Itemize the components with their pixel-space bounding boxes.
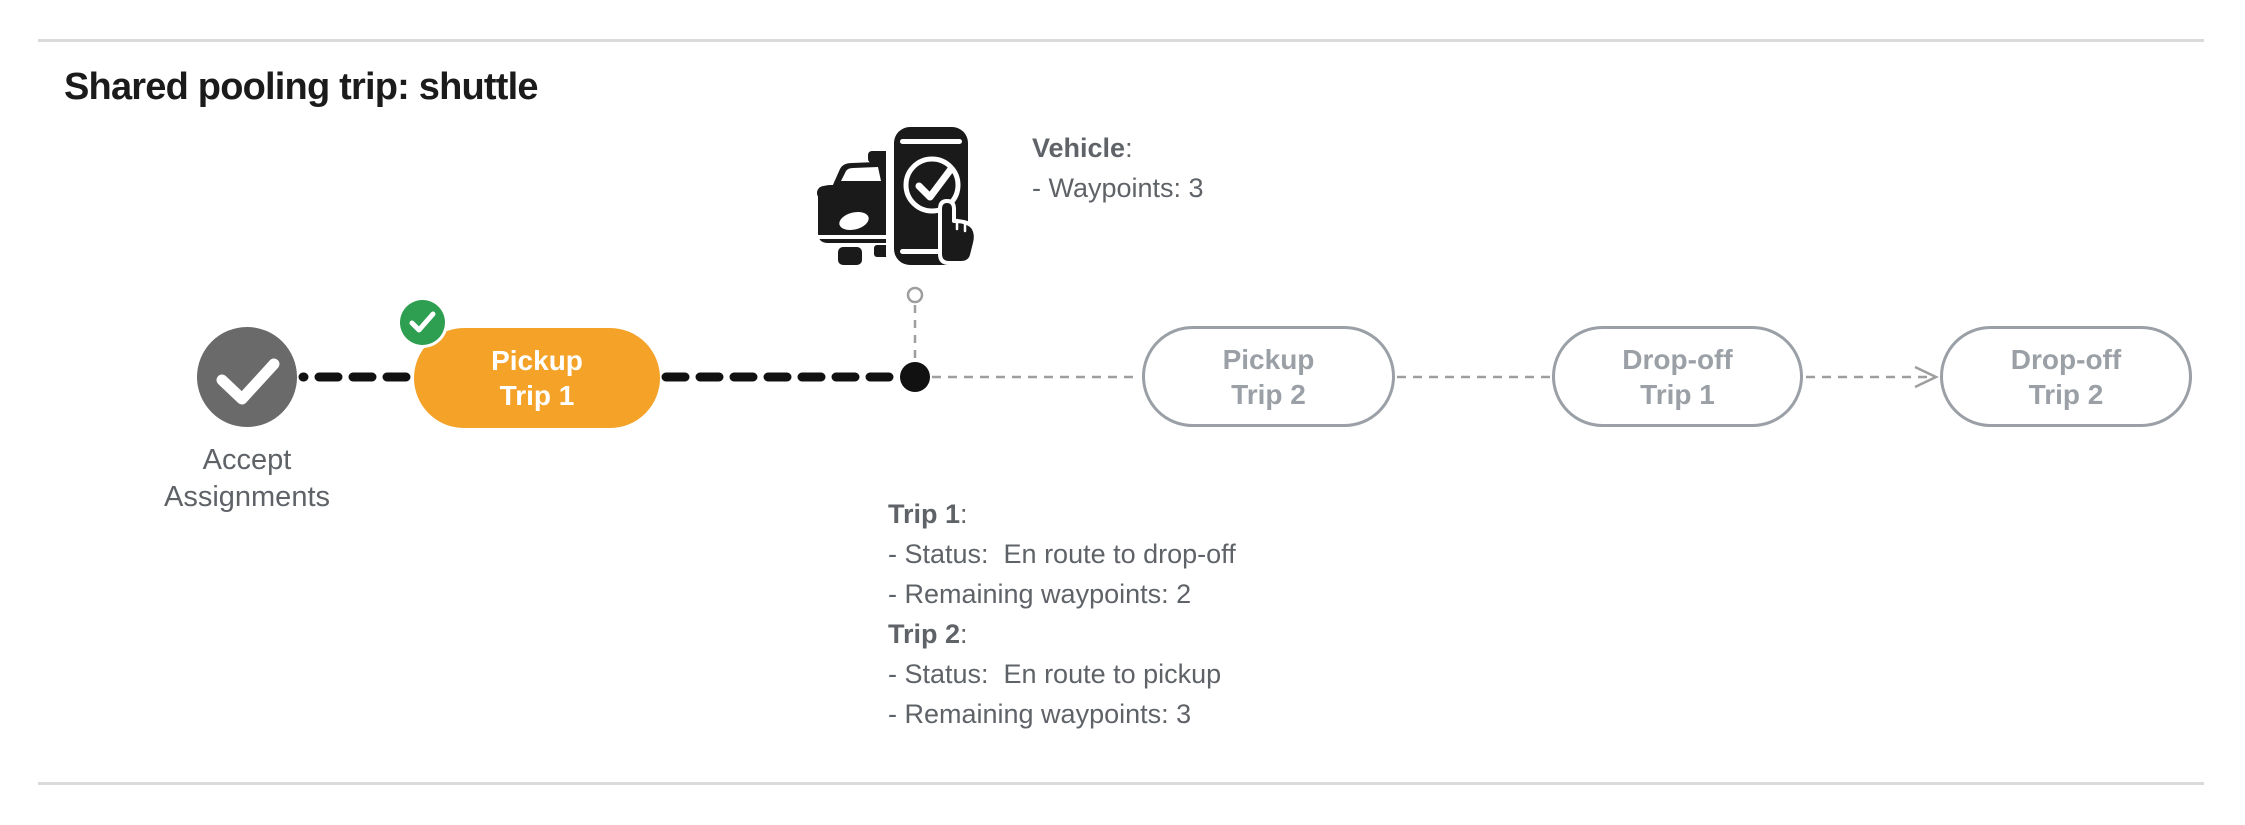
page-title: Shared pooling trip: shuttle xyxy=(64,66,539,108)
stop-label-line2: Trip 1 xyxy=(499,380,575,411)
bottom-divider xyxy=(38,782,2204,785)
stop-label-line2: Trip 1 xyxy=(1640,378,1715,410)
stop-pickup-trip-2: Pickup Trip 2 xyxy=(1142,326,1395,427)
accept-label-line2: Assignments xyxy=(163,481,330,513)
trip1-remaining-waypoints: - Remaining waypoints: 2 xyxy=(888,579,1192,609)
vehicle-phone-check-icon xyxy=(817,123,977,273)
vehicle-info-heading: Vehicle: xyxy=(1032,133,1133,163)
trip2-heading: Trip 2: xyxy=(888,619,968,649)
stop-label-line1: Pickup xyxy=(1222,343,1315,375)
stop-label-line2: Trip 2 xyxy=(1231,378,1306,410)
check-icon xyxy=(216,358,280,405)
vehicle-position-dot xyxy=(900,362,930,392)
stop-label-line1: Pickup xyxy=(491,345,583,376)
vehicle-waypoints: - Waypoints: 3 xyxy=(1032,173,1204,203)
vehicle-anchor-node xyxy=(906,286,924,304)
check-icon xyxy=(409,311,436,333)
success-badge-icon xyxy=(400,300,445,345)
stop-label-line1: Drop-off xyxy=(1622,343,1733,375)
trip-status-info: Trip 1: - Status: En route to drop-off -… xyxy=(888,494,1236,734)
stop-pickup-trip-1: Pickup Trip 1 xyxy=(414,328,660,428)
trip1-status: - Status: En route to drop-off xyxy=(888,539,1236,569)
accept-label-line1: Accept xyxy=(202,444,292,476)
stop-dropoff-trip-1: Drop-off Trip 1 xyxy=(1552,326,1803,427)
vehicle-info: Vehicle: - Waypoints: 3 xyxy=(1032,128,1204,208)
stop-label-line2: Trip 2 xyxy=(2028,378,2104,410)
stop-dropoff-trip-2: Drop-off Trip 2 xyxy=(1940,326,2192,427)
trip2-status: - Status: En route to pickup xyxy=(888,659,1222,689)
route-arrowhead-icon xyxy=(1914,365,1939,389)
trip2-remaining-waypoints: - Remaining waypoints: 3 xyxy=(888,699,1192,729)
accept-assignments-node xyxy=(197,327,297,427)
stop-label-line1: Drop-off xyxy=(2010,343,2122,375)
accept-assignments-label: Accept Assignments xyxy=(122,442,372,516)
top-divider xyxy=(38,39,2204,42)
trip1-heading: Trip 1: xyxy=(888,499,968,529)
